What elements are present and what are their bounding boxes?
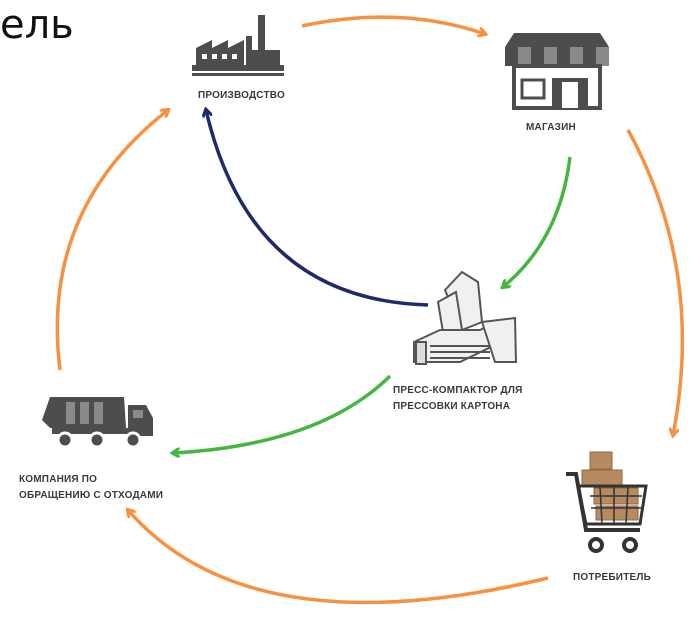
store-label: МАГАЗИН [526, 122, 576, 133]
waste-company-label-line2: ОБРАЩЕНИЮ С ОТХОДАМИ [19, 490, 164, 501]
arrow-store-to-consumer [626, 129, 685, 435]
arrow-waste-company-to-production [55, 110, 168, 371]
arrow-store-to-press [503, 156, 572, 287]
store-icon [505, 33, 609, 110]
press-compactor-icon [413, 270, 518, 365]
factory-icon [192, 15, 284, 76]
shopping-cart-icon [566, 451, 648, 553]
waste-company-label-line1: КОМПАНИЯ ПО [19, 474, 98, 485]
arrow-production-to-store [301, 15, 485, 34]
arrow-press-to-waste-company [173, 374, 392, 453]
consumer-label: ПОТРЕБИТЕЛЬ [573, 572, 651, 583]
production-label: ПРОИЗВОДСТВО [198, 90, 285, 101]
garbage-truck-icon [42, 397, 153, 449]
arrow-press-to-production [206, 110, 429, 307]
press-label-line1: ПРЕСС-КОМПАКТОР ДЛЯ [393, 385, 523, 396]
arrow-consumer-to-waste-company [128, 510, 549, 605]
title-fragment: ель [0, 2, 74, 48]
press-label-line2: ПРЕССОВКИ КАРТОНА [393, 401, 511, 412]
